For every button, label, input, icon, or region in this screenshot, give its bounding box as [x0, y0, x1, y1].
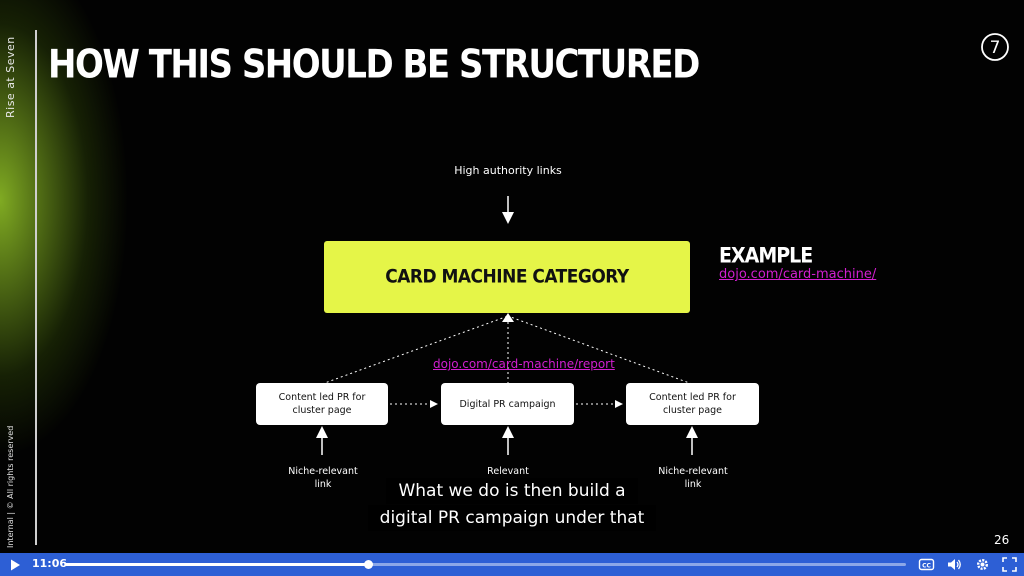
- rise-at-seven-logo-icon: 7: [981, 33, 1009, 61]
- current-time: 11:06: [32, 557, 68, 570]
- report-link: dojo.com/card-machine/report: [433, 357, 615, 371]
- video-frame: Rise at Seven Internal | © All rights re…: [0, 0, 1024, 553]
- example-link: dojo.com/card-machine/: [719, 267, 877, 282]
- label-line: Relevant: [487, 466, 529, 477]
- volume-icon[interactable]: [946, 556, 963, 573]
- svg-text:7: 7: [990, 38, 1001, 58]
- progress-fill: [65, 563, 368, 566]
- box-line: cluster page: [292, 405, 352, 416]
- caption-line-2: digital PR campaign under that: [0, 505, 1024, 531]
- box-line: cluster page: [662, 405, 723, 416]
- caption-text: digital PR campaign under that: [367, 505, 657, 531]
- captions-icon[interactable]: CC: [918, 556, 935, 573]
- label-line: Niche-relevant: [658, 466, 728, 477]
- content-led-pr-box-left: Content led PR for cluster page: [256, 383, 388, 425]
- dotted-line-left: [321, 315, 509, 385]
- digital-pr-campaign-box: Digital PR campaign: [441, 383, 574, 425]
- diagram-connectors: [316, 196, 698, 455]
- caption-line-1: What we do is then build a: [0, 478, 1024, 504]
- label-line: link: [684, 479, 702, 490]
- svg-text:CC: CC: [922, 563, 931, 570]
- box-line: Content led PR for: [649, 392, 736, 403]
- category-label: CARD MACHINE CATEGORY: [385, 266, 629, 288]
- settings-icon[interactable]: [974, 556, 991, 573]
- slide-number: 26: [994, 533, 1010, 547]
- example-title: EXAMPLE: [719, 244, 813, 269]
- divider-line: [35, 30, 37, 545]
- label-line: link: [314, 479, 332, 490]
- dotted-line-right: [507, 315, 693, 385]
- fullscreen-icon[interactable]: [1001, 556, 1018, 573]
- progress-bar[interactable]: [65, 560, 906, 569]
- box-line: Digital PR campaign: [459, 398, 556, 410]
- category-arrowhead: [502, 313, 514, 322]
- niche-relevant-link-label-left: Niche-relevant link: [268, 465, 378, 491]
- progress-thumb[interactable]: [363, 560, 373, 569]
- green-glow: [0, 0, 240, 553]
- box-line: Content led PR for: [278, 392, 366, 403]
- video-player-controls: 11:06 CC: [0, 553, 1024, 576]
- play-icon[interactable]: [8, 558, 22, 572]
- card-machine-category-box: CARD MACHINE CATEGORY: [324, 241, 690, 313]
- niche-relevant-link-label-right: Niche-relevant link: [638, 465, 748, 491]
- caption-text: What we do is then build a: [386, 478, 638, 504]
- high-authority-label: High authority links: [454, 164, 562, 177]
- content-led-pr-box-right: Content led PR for cluster page: [626, 383, 759, 425]
- label-line: Niche-relevant: [288, 466, 358, 477]
- slide-title: HOW THIS SHOULD BE STRUCTURED: [48, 42, 700, 88]
